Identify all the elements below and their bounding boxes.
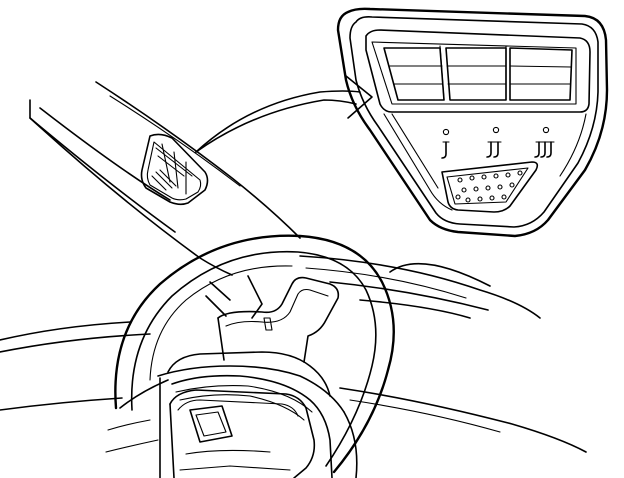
indicator-2-led [492,126,500,134]
indicator-1-led [442,128,450,136]
indicator-3-led [542,126,550,134]
switch-panel-detail [336,7,609,238]
steering-column [217,276,340,363]
indicator-3-symbol [534,141,555,158]
indicator-1-symbol [441,141,450,159]
steering-wheel [105,234,395,478]
a-pillar [29,81,301,276]
callout-arrow [195,75,373,153]
horn-pad [169,389,316,478]
dashboard [0,255,587,453]
speaker-grille [441,161,539,213]
pillar-mounted-switch-panel [140,133,209,206]
indicator-2-symbol [486,141,502,158]
